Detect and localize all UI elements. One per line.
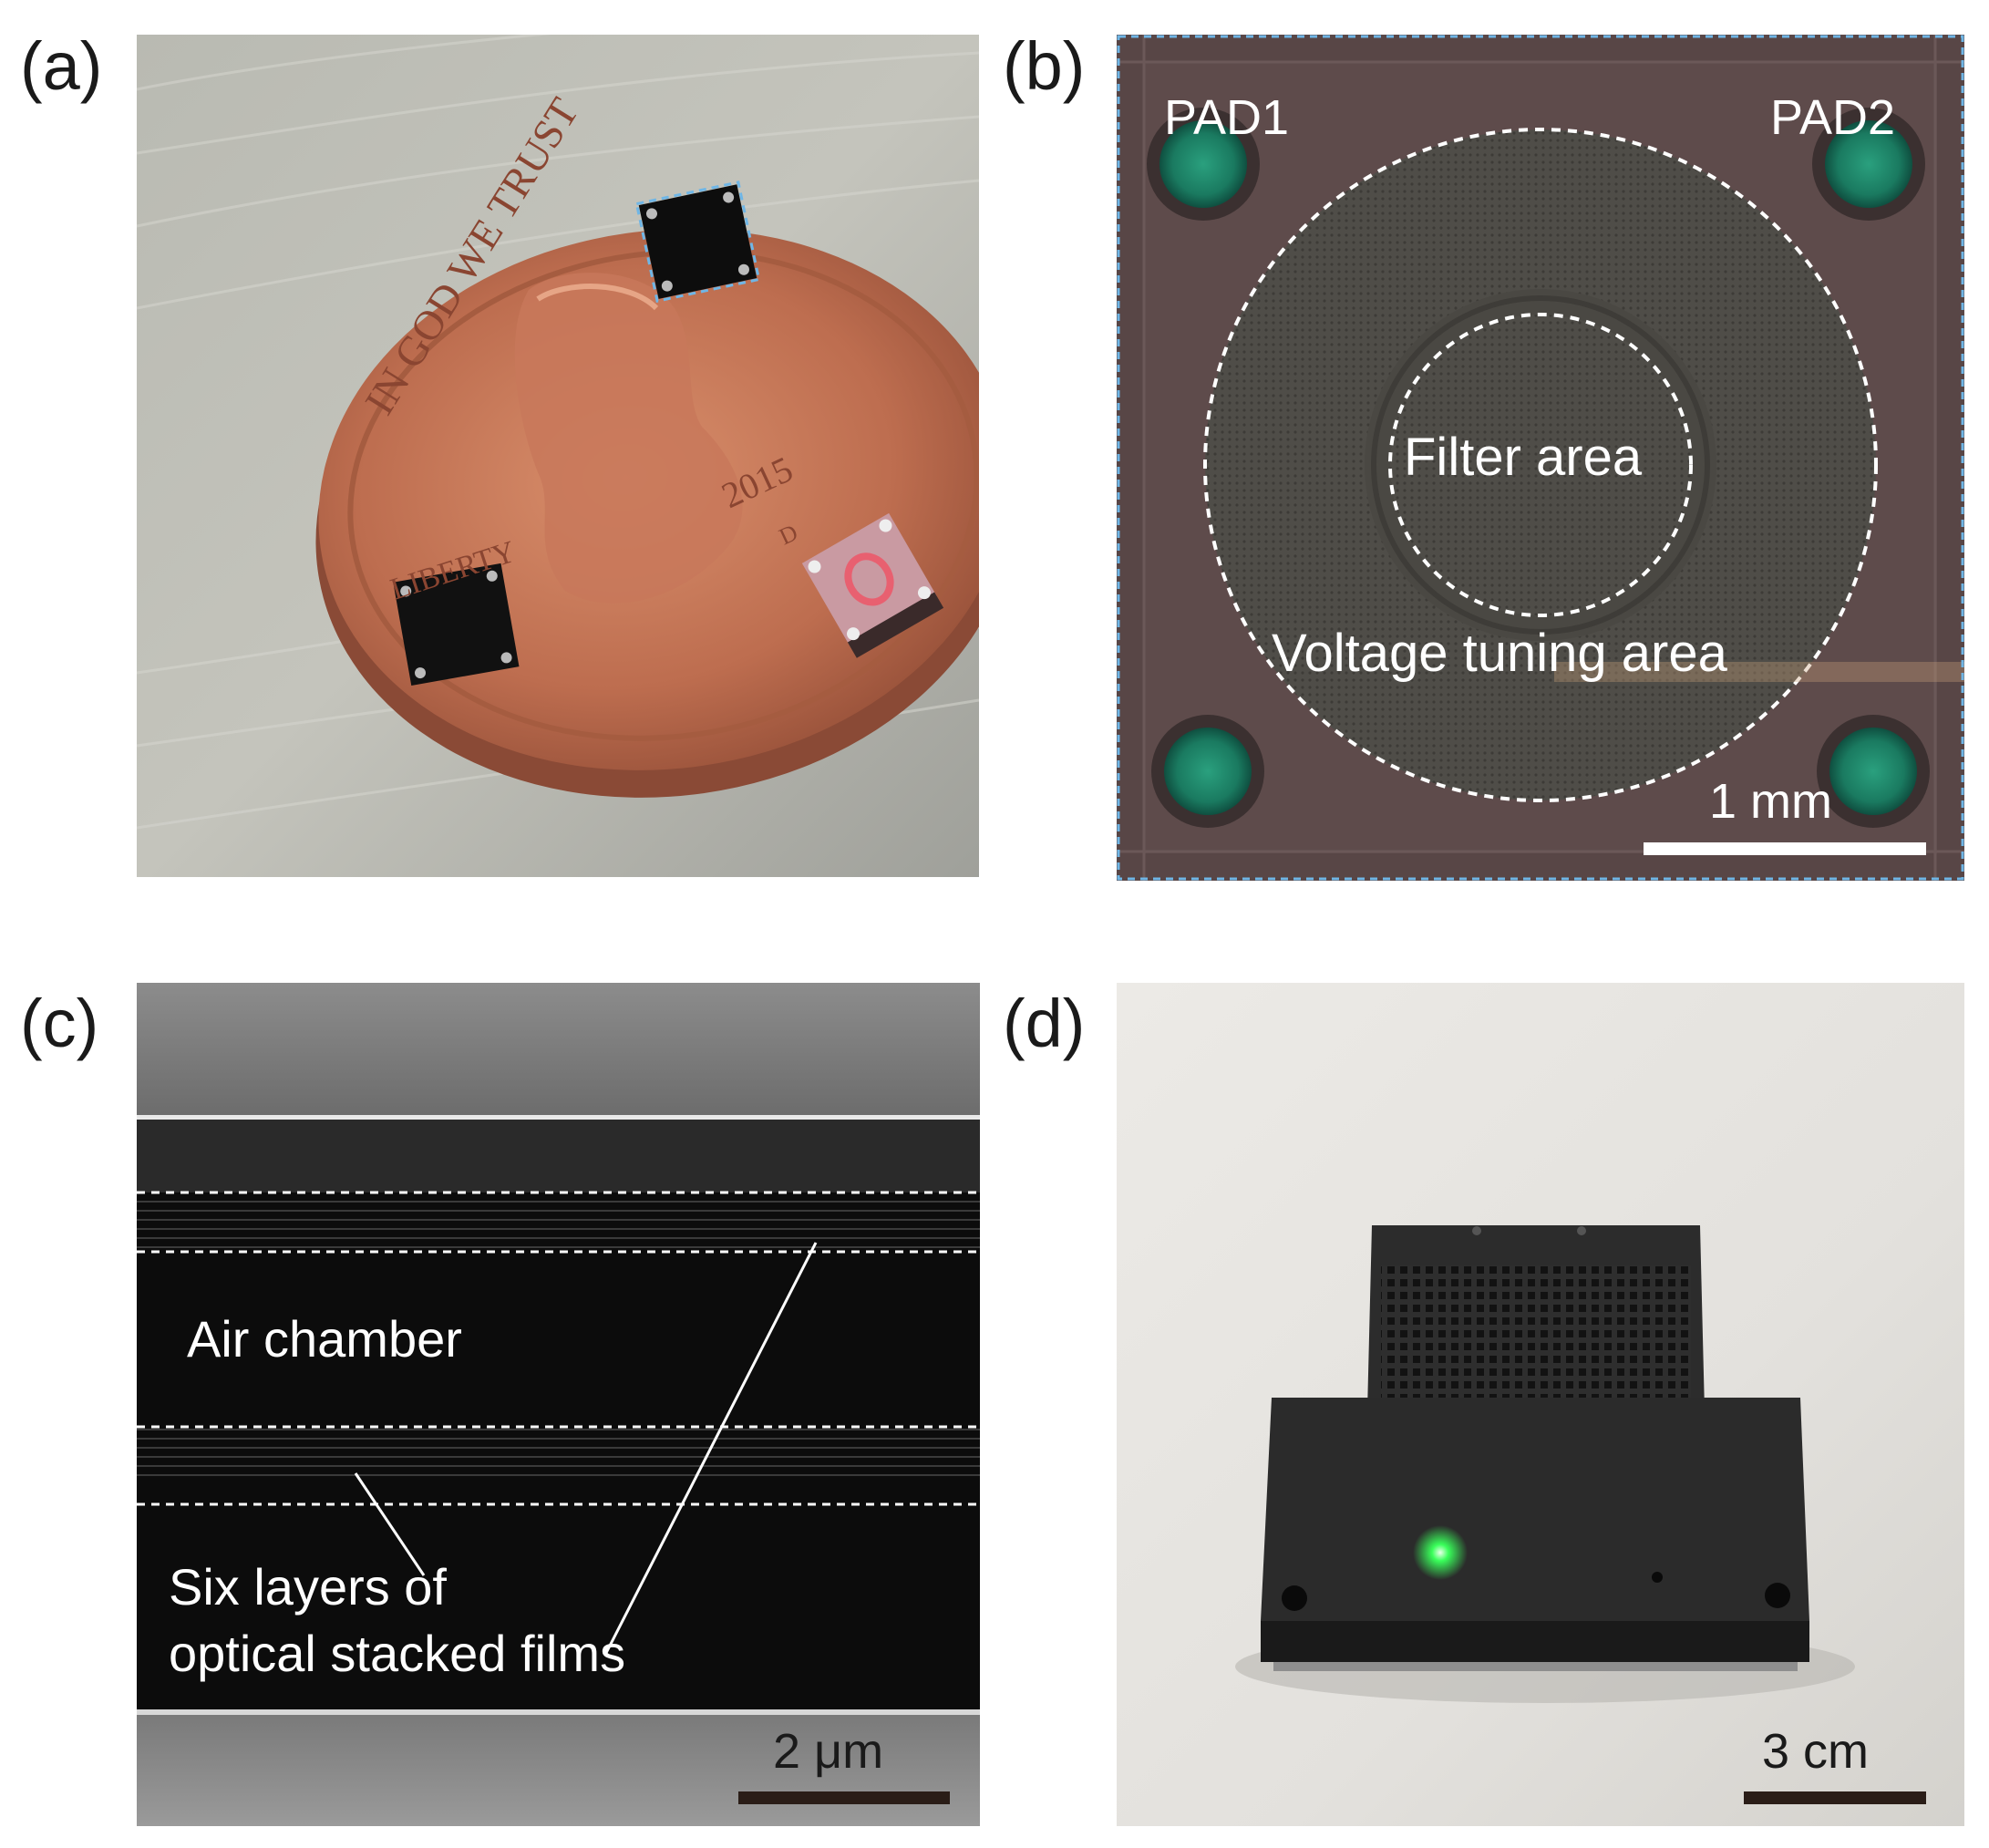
sem-image (137, 983, 980, 1826)
pad-bottom-left (1151, 715, 1264, 828)
scale-label-b: 1 mm (1709, 774, 1832, 829)
air-chamber-label: Air chamber (187, 1310, 462, 1368)
films-label-line1: Six layers of (169, 1558, 447, 1616)
pointer-line-upper (604, 1242, 818, 1654)
panel-label-b: (b) (1003, 28, 1086, 104)
pad-bottom-right (1817, 715, 1930, 828)
panel-a-photo: IN GOD WE TRUST LIBERTY 2015 D (137, 35, 979, 877)
penny-photo: IN GOD WE TRUST LIBERTY 2015 D (137, 35, 979, 877)
panel-label-c: (c) (20, 986, 99, 1061)
device-photo (1117, 983, 1964, 1826)
pad-top-left (1147, 108, 1260, 221)
status-led (1413, 1525, 1468, 1580)
panel-b-micrograph: PAD1 PAD2 Filter area Voltage tuning are… (1117, 35, 1964, 881)
panel-label-d: (d) (1003, 986, 1086, 1061)
panel-label-a: (a) (20, 28, 103, 104)
pointer-line-lower (354, 1472, 426, 1576)
scale-label-c: 2 μm (773, 1724, 884, 1779)
chip-micrograph (1117, 35, 1964, 881)
scale-bar-b (1644, 842, 1926, 855)
filter-area-label: Filter area (1404, 428, 1643, 487)
scale-label-d: 3 cm (1762, 1724, 1870, 1779)
panel-d-photo: 3 cm (1117, 983, 1964, 1826)
voltage-tuning-area-label: Voltage tuning area (1272, 624, 1727, 683)
panel-c-sem: Air chamber Six layers of optical stacke… (137, 983, 980, 1826)
pad1-label: PAD1 (1164, 90, 1290, 145)
films-label-line2: optical stacked films (169, 1625, 626, 1682)
pad2-label: PAD2 (1770, 90, 1896, 145)
pad-top-right (1812, 108, 1925, 221)
scale-bar-c (738, 1791, 950, 1804)
scale-bar-d (1744, 1791, 1926, 1804)
